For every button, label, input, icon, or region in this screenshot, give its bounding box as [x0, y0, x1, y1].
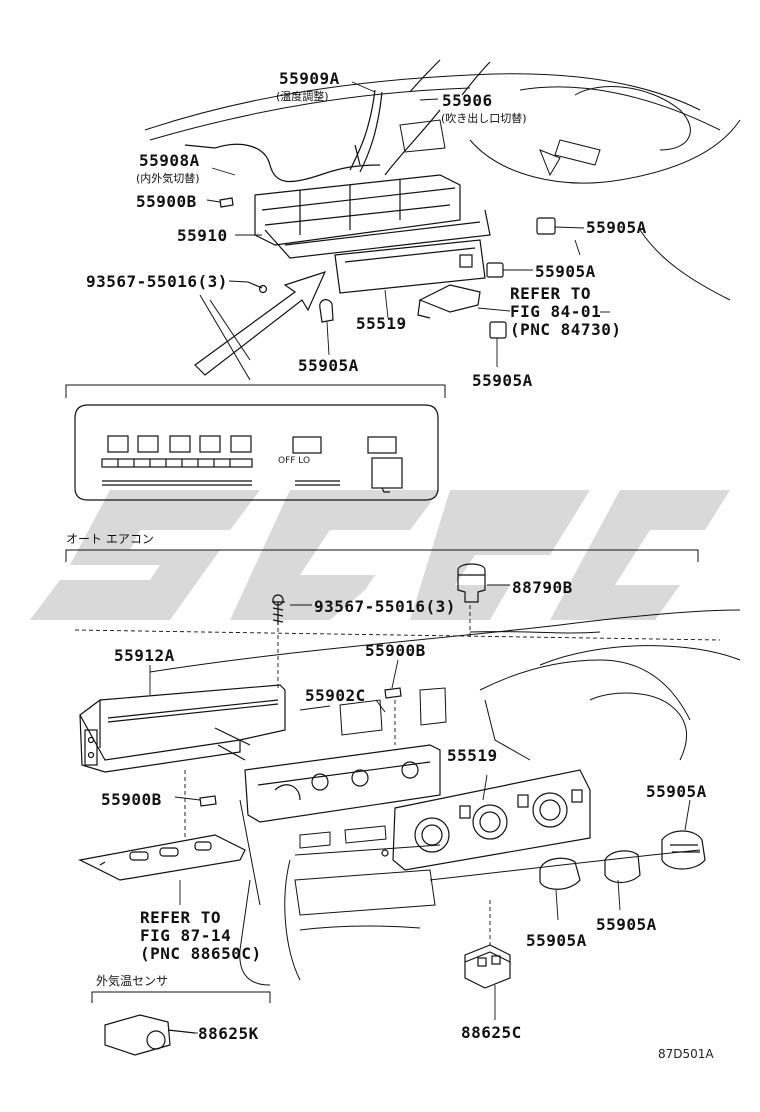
control-cables: [184, 59, 491, 183]
leader-lines-bottom-solid: [149, 584, 691, 1034]
section-title-auto-aircon: オート エアコン: [66, 532, 154, 546]
part-label-55905A-top-1: 55905A: [586, 218, 647, 237]
refer-text-top-3: (PNC 84730): [510, 320, 622, 339]
part-label-55902C: 55902C: [305, 686, 366, 705]
inset-bracket: [65, 384, 446, 398]
control-unit-55902C: [214, 727, 441, 823]
part-label-55905A-bottom-2: 55905A: [596, 915, 657, 934]
button-88790B: [457, 563, 486, 603]
part-label-55905A-bottom-1: 55905A: [646, 782, 707, 801]
sensor-88625K: [104, 1014, 196, 1056]
part-note-55909A: (温度調整): [276, 90, 329, 103]
part-label-55905A-top-4: 55905A: [472, 371, 533, 390]
part-label-93567-bottom: 93567-55016(3): [314, 597, 456, 616]
part-label-55905A-bottom-3: 55905A: [526, 931, 587, 950]
refer-text-bottom-3: (PNC 88650C): [140, 944, 262, 963]
part-label-55906: 55906: [442, 91, 493, 110]
part-label-55908A: 55908A: [139, 151, 200, 170]
clip-55900B: [199, 687, 402, 807]
part-note-55906: (吹き出し口切替): [441, 112, 527, 125]
dashboard-outline-bottom: [149, 609, 741, 986]
refer-text-top-2: FIG 84-01: [510, 302, 602, 321]
knob-pieces-top: [319, 217, 556, 339]
figure-code: 87D501A: [658, 1047, 714, 1061]
refer-text-top-1: REFER TO: [510, 284, 592, 303]
part-note-55908A: (内外気切替): [136, 172, 200, 185]
bulb-connector: [219, 197, 481, 319]
faceplate-55519: [381, 769, 591, 871]
sensor-bracket: [91, 991, 271, 1003]
front-panel-55519: [334, 239, 486, 294]
refer-text-bottom-1: REFER TO: [140, 908, 222, 927]
direction-arrow: [194, 271, 327, 376]
control-panel-inset: [74, 404, 439, 501]
control-unit-55910: [254, 174, 491, 259]
part-label-55905A-top-3: 55905A: [298, 356, 359, 375]
leader-lines-bottom: [74, 605, 721, 945]
part-label-55519-top: 55519: [356, 314, 407, 333]
part-label-55910: 55910: [177, 226, 228, 245]
part-label-55909A: 55909A: [279, 69, 340, 88]
refer-text-bottom-2: FIG 87-14: [140, 926, 232, 945]
watermark-shapes: [30, 490, 730, 620]
part-label-55519-bottom: 55519: [447, 746, 498, 765]
screw-top: [247, 281, 268, 294]
part-label-55900B-bottom: 55900B: [101, 790, 162, 809]
part-label-55900B-bottom-top: 55900B: [365, 641, 426, 660]
dashboard-outline-top: [144, 73, 741, 381]
part-label-55900B-top: 55900B: [136, 192, 197, 211]
screw-bottom: [272, 594, 285, 625]
panel-off-lo-text: OFF LO: [278, 456, 311, 466]
watermark-logo: [30, 490, 730, 620]
section-divider: [65, 549, 699, 562]
part-label-55905A-top-2: 55905A: [535, 262, 596, 281]
part-label-88790B: 88790B: [512, 578, 573, 597]
switch-88625C: [464, 944, 511, 989]
part-label-88625K: 88625K: [198, 1024, 259, 1043]
section-title-outside-temp-sensor: 外気温センサ: [96, 974, 169, 988]
part-label-88625C: 88625C: [461, 1023, 522, 1042]
housing-55912A: [79, 684, 286, 773]
knobs-55905A: [539, 830, 706, 890]
part-label-55912A: 55912A: [114, 646, 175, 665]
part-label-93567-top: 93567-55016(3): [86, 272, 228, 291]
bracket-plate: [78, 834, 246, 881]
leader-lines-top: [206, 81, 610, 367]
